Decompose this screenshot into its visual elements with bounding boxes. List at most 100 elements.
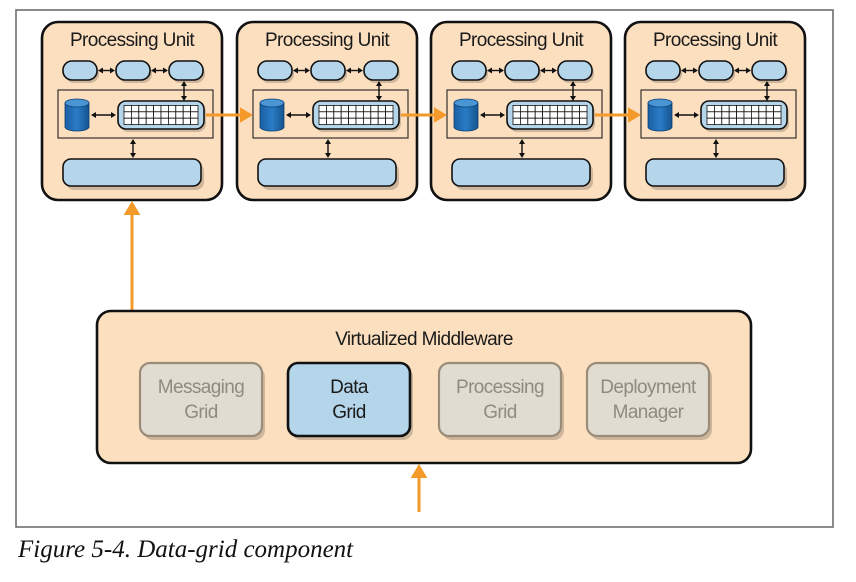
grid-cell [153, 117, 162, 125]
grid-cell [318, 117, 327, 125]
arrowhead-icon [163, 67, 168, 74]
processing-unit-title: Processing Unit [459, 30, 584, 51]
component-label-line2: Grid [184, 402, 218, 423]
grid-cell [557, 105, 566, 113]
arrowhead-icon [346, 67, 351, 74]
component-pill-1 [257, 60, 293, 81]
application-layer-bar [451, 158, 591, 187]
grid-cell [160, 111, 169, 119]
grid-cell [743, 117, 752, 125]
grid-cell [721, 111, 730, 119]
grid-cell [175, 117, 184, 125]
processing-units: Processing Unit Processing Unit Processing… [40, 20, 807, 202]
arrowhead-icon [358, 67, 363, 74]
arrowhead-icon [151, 67, 156, 74]
grid-cell [751, 117, 760, 125]
grid-cell [325, 117, 335, 125]
component-label-line1: Data [330, 377, 369, 398]
grid-cell [123, 105, 132, 113]
component-pill-1 [62, 60, 98, 81]
component-label-line1: Messaging [158, 377, 245, 398]
middleware-component-box [585, 361, 711, 438]
grid-cell [123, 111, 132, 119]
arrowhead-icon [519, 153, 525, 158]
arrowhead-icon [98, 67, 103, 74]
grid-cell [534, 117, 544, 125]
arrowhead-icon [91, 112, 96, 118]
arrowhead-icon [376, 81, 382, 86]
grid-cell [534, 105, 544, 113]
grid-cell [736, 105, 745, 113]
grid-cell [385, 105, 394, 113]
grid-cell [377, 105, 387, 113]
grid-cell [542, 117, 551, 125]
grid-cell [773, 105, 782, 113]
orange-arrowhead-icon [434, 107, 447, 123]
arrowhead-icon [713, 153, 719, 158]
grid-cell [385, 117, 394, 125]
grid-cell [362, 117, 372, 125]
middleware-component-box [286, 361, 412, 438]
database-icon [259, 98, 285, 132]
grid-cell [333, 117, 342, 125]
processing-unit-title: Processing Unit [265, 30, 390, 51]
arrowhead-icon [734, 67, 739, 74]
grid-cell [377, 117, 387, 125]
grid-cell [167, 111, 177, 119]
grid-cell [153, 105, 162, 113]
grid-cell [512, 117, 521, 125]
arrowhead-icon [500, 112, 505, 118]
grid-cell [370, 105, 379, 113]
middleware-component-box [138, 361, 264, 438]
grid-cell [579, 117, 588, 125]
grid-cell [728, 117, 738, 125]
processing-unit-title: Processing Unit [70, 30, 195, 51]
grid-cell [355, 111, 364, 119]
arrowhead-icon [130, 139, 136, 144]
grid-cell [714, 117, 723, 125]
grid-cell [167, 105, 177, 113]
database-icon [647, 98, 673, 132]
grid-cell [721, 105, 730, 113]
grid-cell [153, 111, 162, 119]
grid-cell [175, 105, 184, 113]
grid-cell [527, 117, 536, 125]
grid-cell [758, 105, 767, 113]
grid-cell [520, 105, 529, 113]
component-label-line1: Processing [456, 377, 544, 398]
component-pill-3 [751, 60, 787, 81]
grid-cell [571, 117, 581, 125]
arrowhead-icon [764, 96, 770, 101]
arrowhead-icon [570, 96, 576, 101]
processing-unit-3: Processing Unit [429, 20, 613, 202]
grid-cell [355, 117, 364, 125]
component-label-line2: Manager [613, 402, 685, 423]
grid-cell [370, 111, 379, 119]
grid-cell [706, 105, 715, 113]
grid-cell [348, 111, 357, 119]
data-grid-icon [312, 100, 400, 130]
grid-cell [145, 111, 154, 119]
grid-cell [138, 111, 147, 119]
grid-cell [534, 111, 544, 119]
grid-cell [751, 105, 760, 113]
cache-container [640, 89, 797, 139]
arrowhead-icon [111, 112, 116, 118]
arrowhead-icon [306, 112, 311, 118]
grid-cell [714, 111, 723, 119]
arrowhead-icon [325, 153, 331, 158]
processing-unit-2: Processing Unit [235, 20, 419, 202]
grid-cell [333, 111, 342, 119]
grid-cell [549, 117, 558, 125]
component-pill-2 [115, 60, 151, 81]
grid-cell [348, 105, 357, 113]
grid-cell [557, 117, 566, 125]
grid-cell [765, 117, 775, 125]
orange-arrowhead-icon [123, 201, 141, 215]
component-label-line2: Grid [332, 402, 366, 423]
grid-cell [370, 117, 379, 125]
grid-cell [706, 111, 715, 119]
middleware-title: Virtualized Middleware [335, 329, 513, 350]
